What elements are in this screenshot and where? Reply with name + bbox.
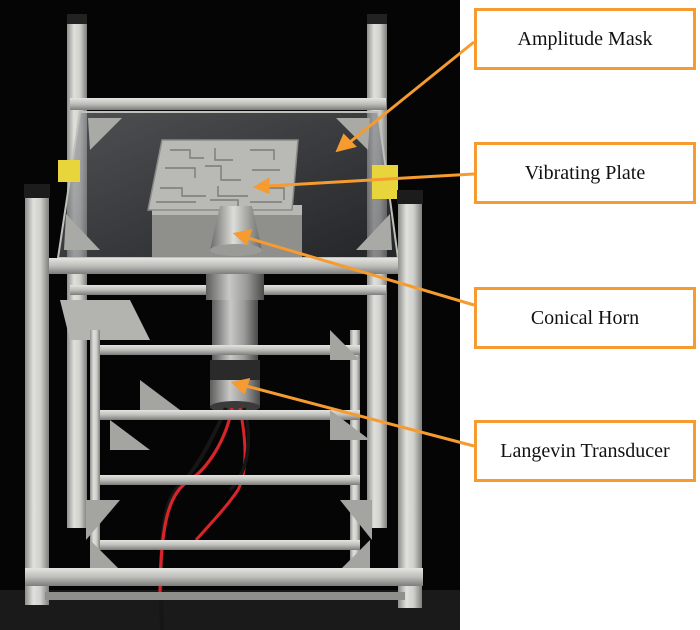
apparatus-photo xyxy=(0,0,460,630)
label-langevin-transducer: Langevin Transducer xyxy=(474,420,696,482)
label-vibrating-plate: Vibrating Plate xyxy=(474,142,696,204)
label-conical-horn: Conical Horn xyxy=(474,287,696,349)
label-amplitude-mask: Amplitude Mask xyxy=(474,8,696,70)
